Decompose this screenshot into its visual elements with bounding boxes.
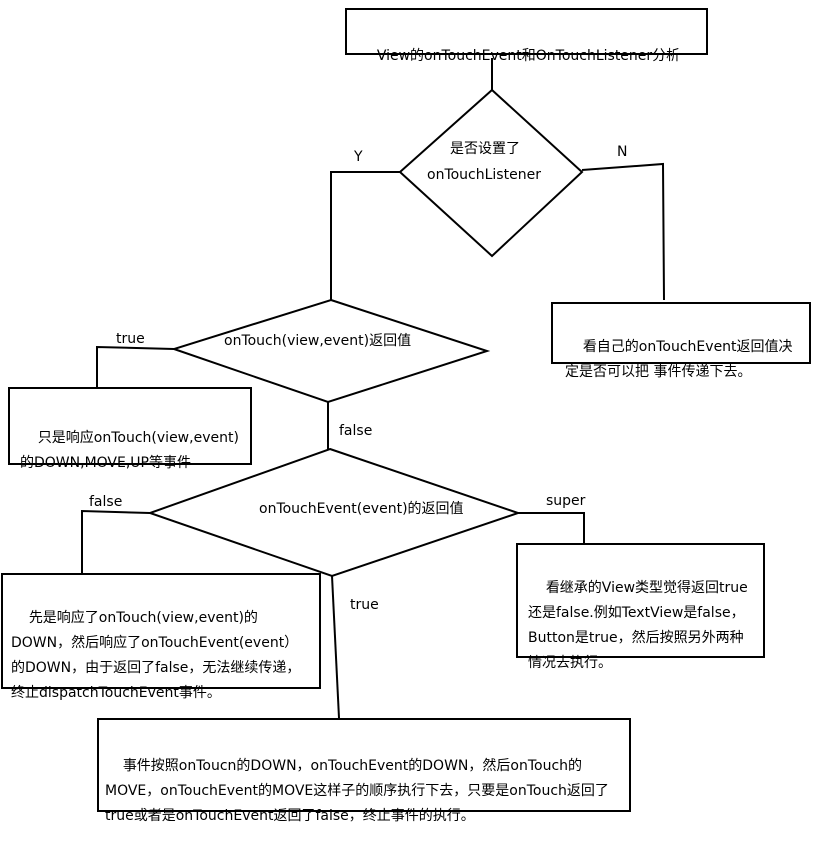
event-false-box: 先是响应了onTouch(view,event)的DOWN，然后响应了onTou… (1, 573, 321, 701)
decision2-text: onTouch(view,event)返回值 (224, 333, 412, 349)
decision1-no-label: N (617, 144, 628, 160)
decision3-text: onTouchEvent(event)的返回值 (259, 501, 464, 517)
super-box: 看继承的View类型觉得返回true还是false.例如TextView是fal… (516, 543, 765, 671)
no-listener-text: 看自己的onTouchEvent返回值决定是否可以把 事件传递下去。 (565, 339, 793, 380)
connector-decision1-no (581, 162, 665, 301)
event-true-text: 事件按照onToucn的DOWN，onTouchEvent的DOWN，然后onT… (105, 758, 609, 824)
event-true-box: 事件按照onToucn的DOWN，onTouchEvent的DOWN，然后onT… (97, 718, 631, 824)
decision2-false-label: false (339, 423, 373, 439)
decision3-false-label: false (89, 494, 123, 510)
decision3-super-label: super (546, 493, 586, 509)
connector-decision1-yes (330, 171, 400, 300)
event-false-text: 先是响应了onTouch(view,event)的DOWN，然后响应了onTou… (11, 610, 301, 701)
decision3-true-label: true (350, 597, 379, 613)
decision2-true-label: true (116, 331, 145, 347)
ontouch-true-text: 只是响应onTouch(view,event)的DOWN,MOVE,UP等事件 (20, 430, 239, 471)
decision1-diamond (398, 88, 584, 258)
title-text: View的onTouchEvent和OnTouchListener分析 (376, 48, 681, 64)
connector-decision2-true (96, 345, 175, 387)
decision1-line1: 是否设置了 (450, 141, 520, 157)
connector-decision3-super (518, 512, 585, 543)
ontouch-true-box: 只是响应onTouch(view,event)的DOWN,MOVE,UP等事件 (8, 387, 252, 471)
connector-decision3-true (331, 575, 340, 719)
connector-decision3-false (81, 509, 151, 573)
no-listener-box: 看自己的onTouchEvent返回值决定是否可以把 事件传递下去。 (551, 302, 811, 380)
title-box: View的onTouchEvent和OnTouchListener分析 (345, 8, 708, 64)
decision1-yes-label: Y (354, 149, 363, 165)
super-text: 看继承的View类型觉得返回true还是false.例如TextView是fal… (528, 580, 748, 671)
decision1-line2: onTouchListener (427, 167, 541, 183)
